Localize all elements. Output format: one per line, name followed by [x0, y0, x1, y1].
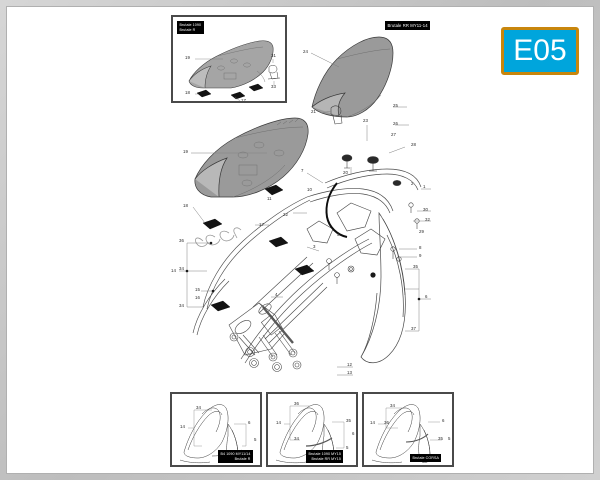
callout-28: 28	[411, 142, 416, 147]
callout-23: 23	[363, 118, 368, 123]
inset-tag-top-left: Brutale 1090 Brutale R	[177, 21, 204, 35]
callout-1: 1	[423, 184, 426, 189]
callout-21: 21	[311, 109, 316, 114]
rear-cowl-part	[311, 36, 394, 118]
inset-tag-line-1: Brutale 1090	[179, 22, 202, 27]
inset-tag-line-2: Brutale R	[179, 27, 196, 32]
callout-10: 10	[307, 187, 312, 192]
callout-6: 6	[425, 294, 428, 299]
callout-12: 12	[347, 362, 352, 367]
inset-callout-17: 17	[241, 98, 246, 103]
inset2-callout-36: 36	[294, 401, 299, 406]
inset-tag-bottom-right: Brutale CORSA	[410, 454, 442, 463]
leader-endpoint-dots	[185, 241, 421, 301]
callout-26: 26	[393, 121, 398, 126]
callout-18: 18	[183, 203, 188, 208]
callout-8: 8	[419, 245, 422, 250]
callout-2: 2	[411, 181, 414, 186]
shock-linkage-assembly	[228, 302, 302, 372]
callout-19: 19	[183, 149, 188, 154]
inset2-callout-35: 35	[346, 418, 351, 423]
inset1-tag-line-2: Brutale R	[234, 456, 251, 461]
inset1-callout-6: 6	[248, 420, 251, 425]
inset3-callout-5: 5	[448, 436, 451, 441]
inset-seat-drawing-top-left	[188, 40, 281, 101]
callout-29: 29	[419, 229, 424, 234]
callout-34: 34	[179, 266, 184, 271]
inset3-callout-6: 6	[442, 418, 445, 423]
callout-4: 4	[275, 292, 278, 297]
diagram-canvas: E05 Brutale RR MY11-14 Brutale 1090 Brut…	[6, 6, 594, 474]
callout-35: 35	[413, 264, 418, 269]
inset-callout-18: 18	[185, 90, 190, 95]
inset1-callout-5: 5	[254, 437, 257, 442]
callout-15: 15	[195, 287, 200, 292]
callout-37: 37	[411, 326, 416, 331]
inset3-callout-35: 35	[438, 436, 443, 441]
model-tag-top-right: Brutale RR MY11-14	[385, 21, 431, 31]
inset2-callout-34: 34	[294, 436, 299, 441]
model-tag-line: Brutale RR MY11-14	[387, 22, 428, 28]
callout-13: 13	[347, 370, 352, 375]
callout-25: 25	[393, 103, 398, 108]
callout-16: 16	[195, 295, 200, 300]
inset-callout-19: 19	[185, 55, 190, 60]
inset2-callout-5: 5	[346, 445, 349, 450]
fastener-cluster	[326, 105, 420, 284]
page-code-label: E05	[513, 34, 567, 67]
callout-11: 11	[267, 196, 272, 201]
leader-lines	[179, 52, 431, 376]
inset2-callout-14: 14	[276, 420, 281, 425]
callout-17: 17	[259, 222, 264, 227]
inset-panel-bottom-center: 36 14 34 35 6 5 Brutale 1090 MY15 Brutal…	[266, 392, 358, 467]
inset3-callout-14: 14	[370, 420, 375, 425]
callout-36: 36	[179, 238, 184, 243]
inset-panel-bottom-right: 34 14 36 6 35 5 Brutale CORSA	[362, 392, 454, 467]
inset-panel-top-left: Brutale 1090 Brutale R	[171, 15, 287, 103]
inset-fairing-drawing-1	[179, 404, 247, 464]
inset3-callout-36: 36	[384, 420, 389, 425]
callout-5: 5	[337, 232, 340, 237]
inset3-tag-line-1: Brutale CORSA	[412, 455, 439, 460]
inset-tag-bottom-center: Brutale 1090 MY15 Brutale RR MY15	[306, 450, 344, 464]
callout-27: 27	[391, 132, 396, 137]
inset-panel-bottom-left: 34 14 6 5 B4 1090 MY11/14 Brutale R	[170, 392, 262, 467]
inset-callout-31: 31	[271, 53, 276, 58]
inset2-tag-line-2: Brutale RR MY15	[311, 456, 341, 461]
callout-22: 22	[283, 212, 288, 217]
inset3-callout-34: 34	[390, 403, 395, 408]
callout-9: 9	[419, 253, 422, 258]
inset1-tag-line-1: B4 1090 MY11/14	[220, 451, 251, 456]
inset-callout-33: 33	[271, 84, 276, 89]
callout-3: 3	[313, 244, 316, 249]
inset1-callout-14: 14	[180, 424, 185, 429]
main-seat-part	[194, 117, 309, 198]
seat-stop-parts	[202, 184, 315, 312]
inset-fairing-drawing-2	[275, 404, 345, 464]
wiring-harness-hose	[325, 182, 348, 238]
inset2-callout-6: 6	[352, 431, 355, 436]
inset1-callout-34: 34	[196, 405, 201, 410]
callout-7: 7	[301, 168, 304, 173]
inset2-tag-line-1: Brutale 1090 MY15	[308, 451, 341, 456]
callout-30: 30	[423, 207, 428, 212]
model-logo-emboss	[195, 227, 242, 247]
callout-14: 14	[171, 268, 176, 273]
main-exploded-drawing	[179, 36, 431, 376]
page-code-badge: E05	[501, 27, 579, 75]
callout-34b: 34	[179, 303, 184, 308]
fairing-fastener-dot	[370, 272, 376, 278]
callout-24: 24	[303, 49, 308, 54]
inset-fairing-drawing-3	[371, 404, 442, 464]
callout-32: 32	[425, 217, 430, 222]
inset-tag-bottom-left: B4 1090 MY11/14 Brutale R	[218, 450, 254, 464]
callout-20: 20	[343, 170, 348, 175]
tail-fairing-part	[360, 211, 406, 364]
